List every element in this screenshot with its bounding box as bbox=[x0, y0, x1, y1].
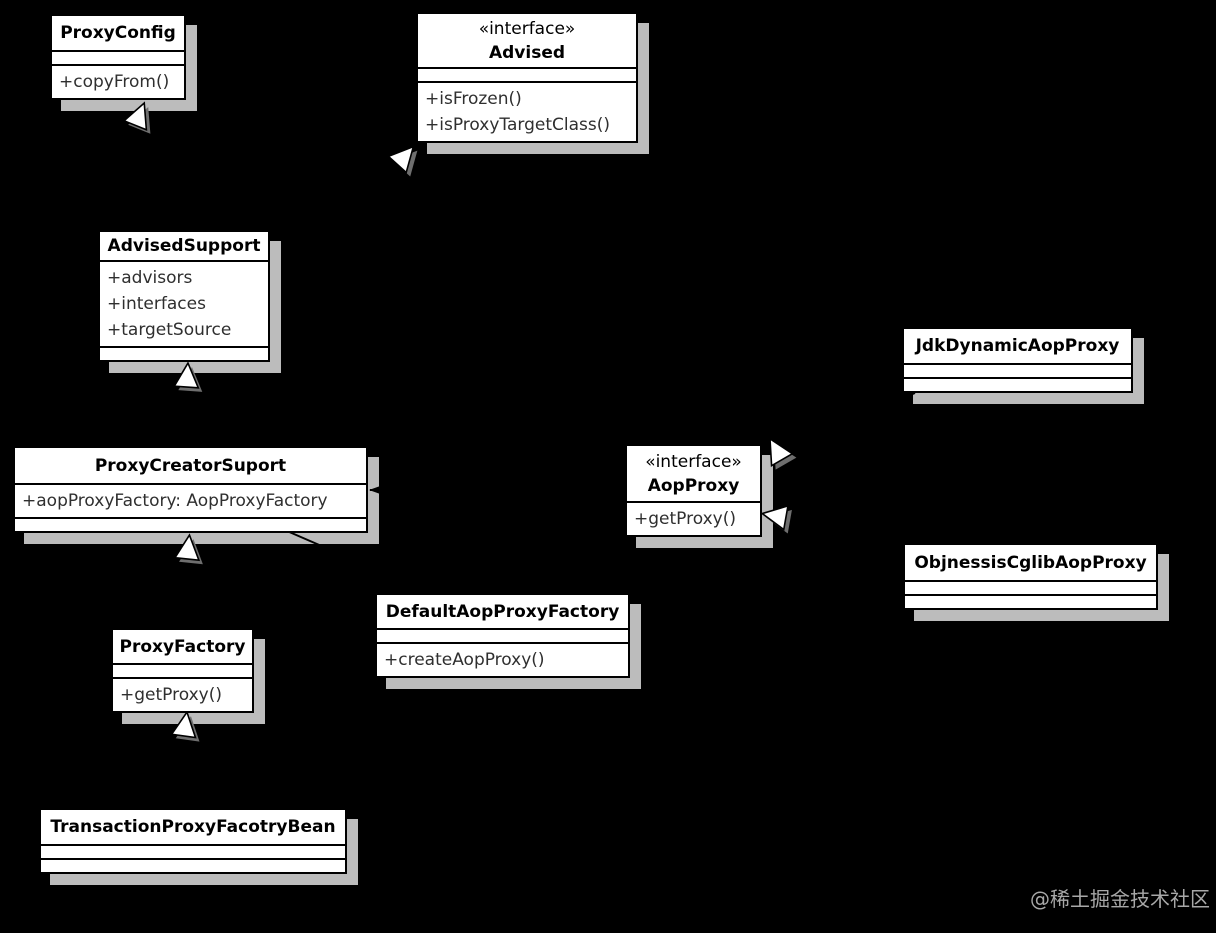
class-name-text: AdvisedSupport bbox=[107, 236, 261, 256]
methods-compartment bbox=[905, 594, 1156, 608]
member-text: +copyFrom() bbox=[59, 72, 170, 92]
member-text: +advisors bbox=[107, 268, 193, 288]
realization-arrow-aopproxy-bottom bbox=[760, 504, 789, 531]
class-box-objnessiscglibaopproxy: ObjnessisCglibAopProxy bbox=[903, 543, 1158, 610]
class-name-text: DefaultAopProxyFactory bbox=[385, 601, 620, 622]
edge-advisedsupport-extends-proxyconfig bbox=[136, 127, 153, 231]
arrowhead-aopproxy-association bbox=[369, 485, 383, 495]
class-name-text: TransactionProxyFacotryBean bbox=[50, 817, 336, 837]
class-name-text: ProxyConfig bbox=[60, 23, 176, 43]
methods-compartment: +copyFrom() bbox=[52, 64, 184, 98]
class-title: ObjnessisCglibAopProxy bbox=[905, 545, 1156, 580]
class-title: AdvisedSupport bbox=[100, 232, 268, 260]
attributes-compartment bbox=[905, 580, 1156, 594]
class-box-proxyfactory: ProxyFactory +getProxy() bbox=[111, 628, 254, 713]
attributes-compartment bbox=[904, 363, 1131, 377]
class-name-text: JdkDynamicAopProxy bbox=[915, 336, 1120, 356]
class-title: TransactionProxyFacotryBean bbox=[41, 810, 345, 844]
methods-compartment: +isFrozen() +isProxyTargetClass() bbox=[418, 81, 636, 141]
class-title: JdkDynamicAopProxy bbox=[904, 329, 1131, 363]
methods-compartment bbox=[100, 346, 268, 360]
class-name-text: ObjnessisCglibAopProxy bbox=[914, 552, 1147, 573]
attributes-compartment bbox=[113, 663, 252, 677]
class-box-defaultaopproxyfactory: DefaultAopProxyFactory +createAopProxy() bbox=[375, 593, 630, 678]
inheritance-arrow-proxycreatorsuport bbox=[173, 533, 201, 562]
inheritance-arrow-proxyfactory bbox=[170, 710, 197, 739]
class-box-jdkdynamicaopproxy: JdkDynamicAopProxy bbox=[902, 327, 1133, 393]
attributes-compartment: +aopProxyFactory: AopProxyFactory bbox=[15, 483, 366, 517]
class-name-text: ProxyCreatorSuport bbox=[94, 455, 287, 476]
class-name-text: Advised bbox=[488, 42, 566, 63]
methods-compartment bbox=[41, 858, 345, 872]
member-text: +targetSource bbox=[107, 320, 232, 340]
interface-box-advised: «interface» Advised +isFrozen() +isProxyT… bbox=[416, 12, 638, 143]
class-name-text: ProxyFactory bbox=[119, 636, 246, 657]
member-text: +createAopProxy() bbox=[384, 650, 545, 670]
member-text: +isProxyTargetClass() bbox=[425, 115, 610, 135]
attributes-compartment bbox=[41, 844, 345, 858]
member-text: +aopProxyFactory: AopProxyFactory bbox=[22, 491, 328, 511]
class-title: ProxyConfig bbox=[52, 16, 184, 50]
methods-compartment bbox=[904, 377, 1131, 391]
class-title: ProxyCreatorSuport bbox=[15, 448, 366, 483]
class-title: DefaultAopProxyFactory bbox=[377, 595, 628, 628]
edge-advisedsupport-implements-advised bbox=[177, 162, 402, 231]
member-text: +interfaces bbox=[107, 294, 206, 314]
attributes-compartment: +advisors +interfaces +targetSource bbox=[100, 260, 268, 346]
attributes-compartment bbox=[377, 628, 628, 642]
edge-jdkdynamicaopproxy-implements-aopproxy bbox=[785, 392, 916, 449]
class-title: ProxyFactory bbox=[113, 630, 252, 663]
class-box-proxycreatorsuport: ProxyCreatorSuport +aopProxyFactory: Aop… bbox=[13, 446, 368, 533]
stereotype-text: «interface» bbox=[645, 451, 742, 472]
watermark: @稀土掘金技术社区 bbox=[1030, 887, 1210, 911]
stereotype-text: «interface» bbox=[478, 18, 576, 39]
member-text: +isFrozen() bbox=[425, 89, 522, 109]
inheritance-arrow-advisedsupport bbox=[172, 361, 200, 389]
methods-compartment bbox=[15, 517, 366, 531]
realization-arrow-advised bbox=[386, 145, 415, 174]
edge-proxycreatorsuport-association-defaultaopproxyfactory bbox=[286, 530, 431, 594]
class-box-advisedsupport: AdvisedSupport +advisors +interfaces +targ… bbox=[98, 230, 270, 362]
realization-arrow-aopproxy-top bbox=[769, 437, 794, 468]
class-name-text: AopProxy bbox=[647, 475, 740, 496]
interface-box-aopproxy: «interface» AopProxy +getProxy() bbox=[625, 444, 762, 537]
class-title: «interface» Advised bbox=[418, 14, 636, 67]
attributes-compartment bbox=[52, 50, 184, 64]
member-text: +getProxy() bbox=[634, 509, 736, 529]
edge-proxyfactory-extends-proxycreatorsuport bbox=[181, 553, 188, 629]
methods-compartment: +getProxy() bbox=[113, 677, 252, 711]
edge-transactionproxyfacotrybean-extends-proxyfactory bbox=[183, 731, 191, 809]
class-box-transactionproxyfacotrybean: TransactionProxyFacotryBean bbox=[39, 808, 347, 874]
member-text: +getProxy() bbox=[120, 685, 222, 705]
inheritance-arrow-proxyconfig bbox=[122, 101, 148, 131]
methods-compartment: +getProxy() bbox=[627, 501, 760, 535]
class-title: «interface» AopProxy bbox=[627, 446, 760, 501]
class-box-proxyconfig: ProxyConfig +copyFrom() bbox=[50, 14, 186, 100]
methods-compartment: +createAopProxy() bbox=[377, 642, 628, 676]
edge-objnessiscglibaopproxy-implements-aopproxy bbox=[789, 516, 904, 573]
attributes-compartment bbox=[418, 67, 636, 81]
